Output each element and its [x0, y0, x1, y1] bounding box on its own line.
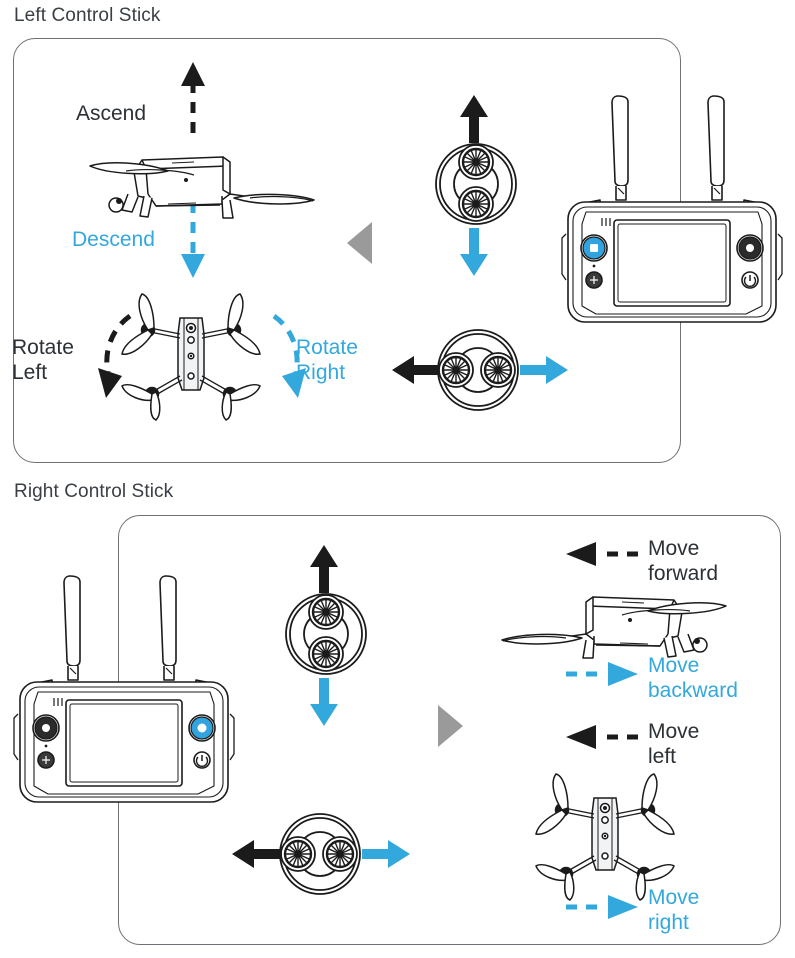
label-move-right: Move right	[648, 885, 699, 935]
label-move-right-line1: Move	[648, 886, 700, 909]
label-rotate-left-line2: Left	[12, 361, 48, 384]
drone-top-view	[121, 293, 261, 421]
arrow-down-solid-blue-2	[310, 678, 338, 726]
section-title-left-stick: Left Control Stick	[14, 5, 161, 26]
remote-controller-left-active	[561, 95, 783, 323]
label-rotate-left-line1: Rotate	[12, 336, 74, 359]
label-move-left-line2: left	[648, 745, 677, 768]
triangle-left-icon	[347, 222, 372, 264]
label-move-forward-line1: Move	[648, 537, 700, 560]
joystick-horizontal-1	[437, 329, 519, 411]
label-move-forward-line2: forward	[648, 562, 719, 585]
arrow-right-solid-blue-1	[520, 356, 568, 384]
joystick-vertical-1	[435, 143, 517, 225]
label-rotate-right-line1: Rotate	[296, 336, 358, 359]
arrow-left-solid-dark-1	[392, 356, 440, 384]
triangle-right-icon	[438, 705, 463, 747]
joystick-horizontal-2	[279, 813, 361, 895]
label-rotate-right: Rotate Right	[296, 335, 358, 385]
drone-side-view	[89, 156, 315, 219]
arrow-right-dashed-blue-moveright	[566, 895, 638, 919]
arrow-right-dashed-blue-backward	[566, 662, 638, 686]
label-descend: Descend	[72, 228, 155, 251]
drone-side-view-mirrored	[501, 596, 727, 659]
arrow-up-solid-dark-1	[460, 95, 488, 143]
arrow-down-solid-blue-1	[460, 228, 488, 276]
label-move-backward-line2: backward	[648, 679, 738, 702]
arrow-up-dashed-dark	[181, 62, 205, 140]
label-rotate-right-line2: Right	[296, 361, 346, 384]
arrow-rotate-left-dashed-dark	[98, 313, 132, 398]
arrow-left-dashed-dark-forward	[566, 542, 638, 566]
arrow-up-solid-dark-2	[310, 545, 338, 593]
remote-controller-right-active	[13, 575, 235, 803]
joystick-vertical-2	[285, 593, 367, 675]
label-move-right-line2: right	[648, 911, 689, 934]
arrow-right-solid-blue-2	[362, 840, 410, 868]
section-title-right-stick: Right Control Stick	[14, 481, 174, 502]
label-move-forward: Move forward	[648, 536, 718, 586]
arrow-rotate-right-dashed-blue	[272, 313, 306, 398]
label-ascend: Ascend	[76, 102, 147, 125]
drone-top-view-2	[535, 773, 675, 901]
label-move-left-line1: Move	[648, 720, 700, 743]
arrow-down-dashed-blue	[181, 202, 205, 278]
label-move-backward: Move backward	[648, 653, 738, 703]
label-rotate-left: Rotate Left	[12, 335, 74, 385]
arrow-left-dashed-dark-moveleft	[566, 725, 638, 749]
label-move-left: Move left	[648, 719, 699, 769]
label-move-backward-line1: Move	[648, 654, 700, 677]
arrow-left-solid-dark-2	[232, 840, 280, 868]
